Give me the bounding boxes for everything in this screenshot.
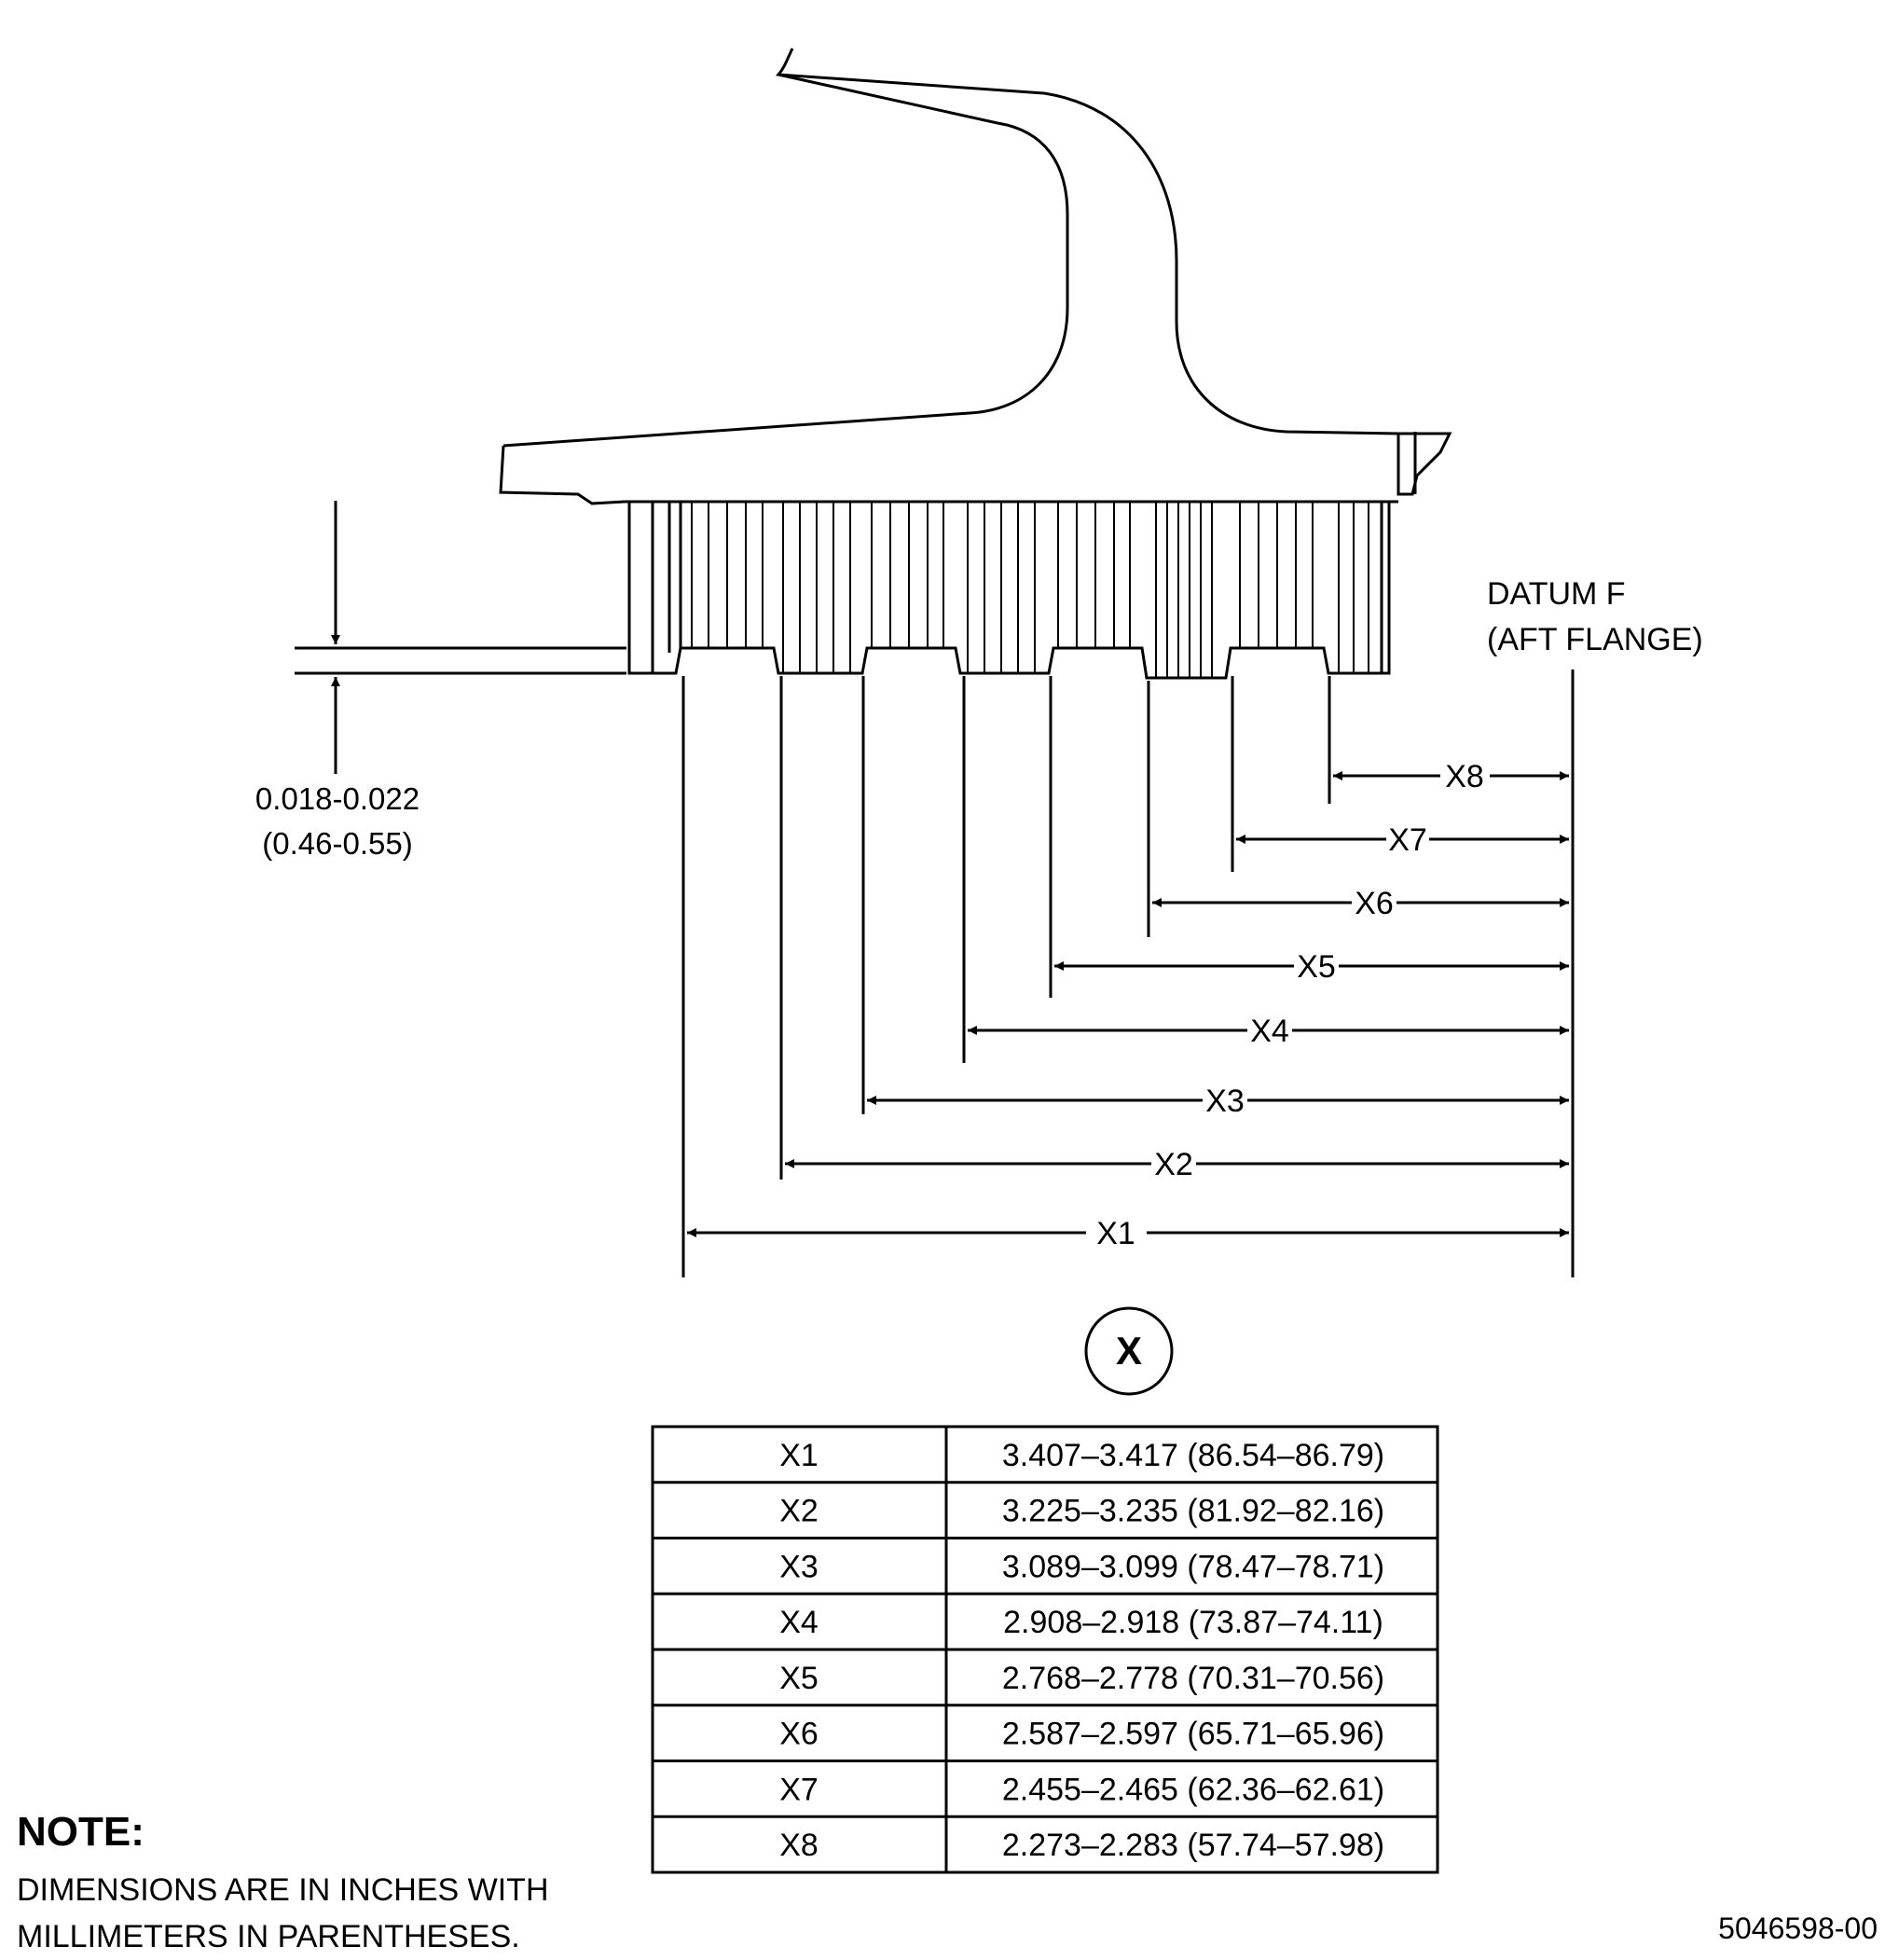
- callout-x8: X8: [1445, 759, 1484, 794]
- note-line-2: MILLIMETERS IN PARENTHESES.: [17, 1919, 520, 1954]
- table-row: X4 2.908–2.918 (73.87–74.11): [779, 1605, 1383, 1640]
- callout-x3: X3: [1205, 1084, 1245, 1119]
- table-row: X7 2.455–2.465 (62.36–62.61): [779, 1772, 1384, 1807]
- table-cell-label: X3: [779, 1549, 819, 1584]
- table-cell-value: 2.455–2.465 (62.36–62.61): [1002, 1772, 1384, 1807]
- x-dimensions: [681, 676, 1569, 1277]
- table-cell-value: 3.225–3.235 (81.92–82.16): [1002, 1494, 1384, 1529]
- table-cell-value: 2.587–2.597 (65.71–65.96): [1002, 1717, 1384, 1752]
- table-row: X1 3.407–3.417 (86.54–86.79): [779, 1438, 1384, 1473]
- teeth-hatch: [691, 502, 1369, 678]
- flange-right-end: [1397, 432, 1452, 496]
- table-cell-label: X7: [779, 1772, 819, 1807]
- table-cell-label: X1: [779, 1438, 819, 1473]
- callout-x2: X2: [1154, 1147, 1193, 1182]
- callout-x1: X1: [1096, 1216, 1135, 1251]
- table-row: X3 3.089–3.099 (78.47–78.71): [779, 1549, 1384, 1584]
- table-cell-label: X8: [779, 1828, 819, 1863]
- teeth-profile: [627, 502, 1391, 680]
- depth-dimension: [295, 501, 626, 774]
- note-line-1: DIMENSIONS ARE IN INCHES WITH: [17, 1872, 549, 1908]
- table-cell-value: 2.273–2.283 (57.74–57.98): [1002, 1828, 1384, 1863]
- depth-dimension-inches: 0.018-0.022: [255, 781, 420, 816]
- seal-teeth: [627, 502, 1391, 680]
- table-cell-value: 2.908–2.918 (73.87–74.11): [1003, 1605, 1383, 1640]
- flange-left-end: [499, 445, 626, 505]
- detail-marker-circle: [1084, 1306, 1174, 1396]
- datum-f-label: DATUM F: [1487, 576, 1626, 612]
- part-body: [499, 48, 1452, 505]
- table-row: X6 2.587–2.597 (65.71–65.96): [779, 1717, 1384, 1752]
- callout-x6: X6: [1355, 886, 1394, 921]
- callout-x7: X7: [1388, 822, 1427, 858]
- table-cell-value: 3.089–3.099 (78.47–78.71): [1002, 1549, 1384, 1584]
- table-cell-label: X6: [779, 1717, 819, 1752]
- datum-f-sublabel: (AFT FLANGE): [1487, 622, 1703, 657]
- detail-marker-label: X: [1116, 1329, 1142, 1373]
- table-cell-label: X4: [779, 1605, 819, 1640]
- note-title: NOTE:: [17, 1809, 144, 1855]
- table-cell-label: X5: [779, 1661, 819, 1696]
- table-cell-label: X2: [779, 1494, 819, 1529]
- table-cell-value: 3.407–3.417 (86.54–86.79): [1002, 1438, 1384, 1473]
- note-text: DIMENSIONS ARE IN INCHES WITH MILLIMETER…: [17, 1867, 549, 1960]
- arm-outline: [775, 48, 1399, 435]
- table-row: X2 3.225–3.235 (81.92–82.16): [779, 1494, 1384, 1529]
- table-row: X5 2.768–2.778 (70.31–70.56): [779, 1661, 1384, 1696]
- depth-dimension-mm: (0.46-0.55): [262, 826, 412, 861]
- drawing-number: 5046598-00: [1718, 1912, 1878, 1945]
- arm-inner-outline: [502, 73, 1069, 448]
- dimension-table: X1 3.407–3.417 (86.54–86.79) X2 3.225–3.235…: [651, 1425, 1439, 1874]
- table-cell-value: 2.768–2.778 (70.31–70.56): [1002, 1661, 1384, 1696]
- table-row: X8 2.273–2.283 (57.74–57.98): [779, 1828, 1384, 1863]
- callout-x5: X5: [1297, 949, 1336, 985]
- callout-x4: X4: [1250, 1014, 1289, 1049]
